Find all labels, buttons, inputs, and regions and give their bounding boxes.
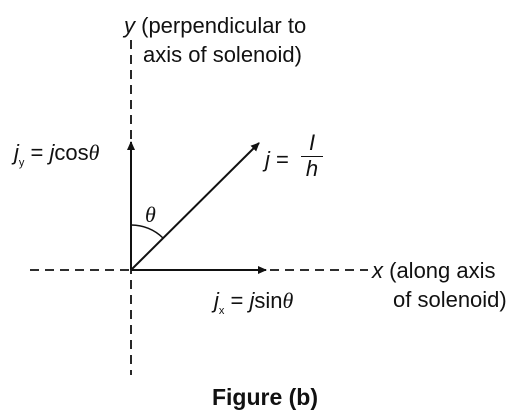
jx-rhs-angle: θ bbox=[282, 288, 294, 313]
j-vector-arrow bbox=[130, 142, 260, 271]
j-vector-equals: = bbox=[269, 147, 289, 172]
jx-rhs-var: j bbox=[249, 288, 255, 313]
theta-label: θ bbox=[145, 202, 156, 227]
x-axis-desc-line1: (along axis bbox=[389, 258, 496, 283]
y-axis-desc-line1: (perpendicular to bbox=[141, 13, 307, 38]
y-axis-label: y (perpendicular to bbox=[124, 13, 306, 39]
fraction-denominator: h bbox=[305, 156, 319, 181]
jx-rhs-fn: sin bbox=[254, 288, 283, 313]
j-vector-symbol: j bbox=[265, 147, 270, 172]
jx-subscript: x bbox=[218, 305, 225, 317]
jx-equation: jx = jsinθ bbox=[214, 288, 293, 318]
x-axis-desc-line2: of solenoid) bbox=[393, 287, 507, 312]
jy-rhs-angle: θ bbox=[88, 140, 100, 165]
jx-equals: = bbox=[224, 288, 250, 313]
j-vector-lhs: j = bbox=[265, 147, 289, 173]
theta-angle-arc bbox=[130, 224, 164, 239]
x-axis-label: x (along axis bbox=[372, 258, 496, 284]
fraction-numerator: I bbox=[308, 130, 316, 155]
jy-base: j bbox=[14, 140, 19, 165]
jy-equals: = bbox=[24, 140, 50, 165]
figure-caption: Figure (b) bbox=[211, 384, 319, 410]
x-axis-label-line2: of solenoid) bbox=[393, 287, 507, 313]
jy-rhs-var: j bbox=[49, 140, 55, 165]
jy-subscript: y bbox=[18, 157, 25, 169]
j-vector-fraction: I h bbox=[301, 131, 323, 181]
jx-base: j bbox=[214, 288, 219, 313]
jy-rhs-fn: cos bbox=[54, 140, 89, 165]
fraction-bar bbox=[301, 156, 323, 157]
jy-equation: jy = jcosθ bbox=[14, 140, 99, 170]
y-axis-symbol: y bbox=[124, 13, 135, 38]
y-axis-desc-line2: axis of solenoid) bbox=[143, 42, 302, 67]
y-axis-label-line2: axis of solenoid) bbox=[143, 42, 302, 68]
x-axis-symbol: x bbox=[372, 258, 383, 283]
